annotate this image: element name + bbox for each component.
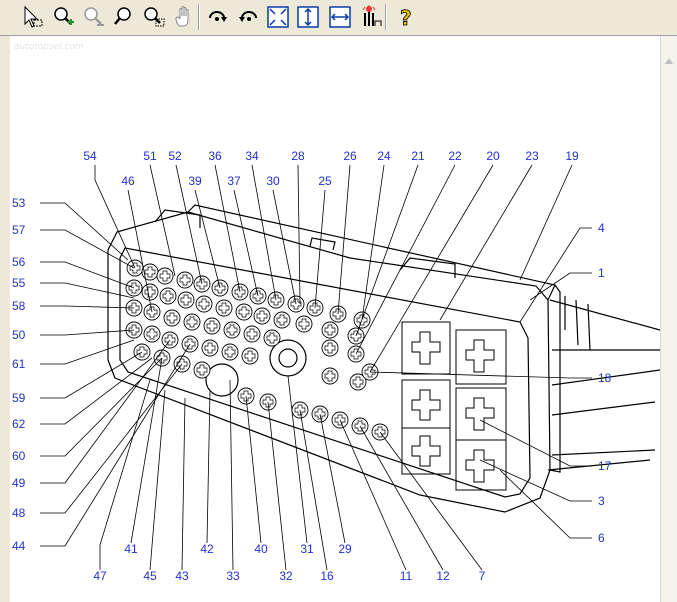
pin-label-7: 7 [479,569,486,583]
fit-height-icon [297,6,319,28]
pin-label-19: 19 [565,149,579,163]
zoom-tool[interactable] [110,2,138,32]
highlight-tool[interactable] [358,2,386,32]
leader-lines [40,164,592,571]
fit-window-icon [267,6,289,28]
pin-label-53: 53 [12,196,26,210]
connector-body [107,204,660,513]
pin-label-11: 11 [400,569,413,583]
pin-label-55: 55 [12,276,26,290]
pin-label-37: 37 [227,174,241,188]
pan-hand-tool[interactable] [170,2,198,32]
fit-to-window-tool[interactable] [264,2,292,32]
pin-label-48: 48 [12,506,26,520]
pin-label-1: 1 [598,266,605,280]
pin-label-22: 22 [448,149,462,163]
pin-label-47: 47 [93,569,107,583]
select-pointer-tool[interactable] [18,2,46,32]
fit-width-tool[interactable] [326,2,354,32]
zoom-icon [114,7,131,25]
rotate-cw-icon [209,11,227,22]
pin-label-40: 40 [254,542,268,556]
toolbar-separator [198,4,200,30]
pin-label-49: 49 [12,476,26,490]
zoom-area-tool[interactable] [140,2,168,32]
pin-label-61: 61 [12,357,26,371]
pin-label-46: 46 [121,174,135,188]
toolbar: ? [0,0,677,36]
help-tool[interactable]: ? [392,2,420,32]
pin-label-18: 18 [598,371,612,385]
pin-label-32: 32 [279,569,293,583]
pin-label-42: 42 [200,542,214,556]
pin-label-58: 58 [12,299,26,313]
rotate-ccw-icon [239,11,257,22]
pin-label-24: 24 [377,149,391,163]
pin-label-29: 29 [338,542,352,556]
pin-label-51: 51 [143,149,157,163]
watermark: autotopsel.com [14,42,84,52]
pin-label-52: 52 [168,149,182,163]
zoom-in-icon [54,7,74,25]
fit-height-tool[interactable] [294,2,322,32]
pin-label-41: 41 [124,542,138,556]
pin-label-59: 59 [12,391,26,405]
pin-label-30: 30 [266,174,280,188]
pin-label-43: 43 [175,569,189,583]
pointer-icon [24,5,43,28]
scroll-up-button[interactable] [661,54,677,68]
zoom-area-icon [144,7,165,27]
zoom-out-tool[interactable] [80,2,108,32]
rotate-counterclockwise-tool[interactable] [234,2,262,32]
hand-icon [175,6,189,27]
pin-label-62: 62 [12,417,26,431]
pin-label-25: 25 [318,174,332,188]
pin-label-54: 54 [83,149,97,163]
pin-label-45: 45 [143,569,157,583]
highlight-icon [362,5,382,26]
pin-label-50: 50 [12,328,26,342]
svg-text:?: ? [400,6,412,30]
pin-label-17: 17 [598,459,612,473]
vertical-scrollbar[interactable] [660,36,677,602]
pin-label-3: 3 [598,494,605,508]
pin-label-21: 21 [411,149,425,163]
pin-label-12: 12 [436,569,450,583]
pin-label-23: 23 [525,149,539,163]
pin-label-28: 28 [291,149,305,163]
pin-label-39: 39 [188,174,202,188]
pin-label-31: 31 [300,542,314,556]
pin-label-4: 4 [598,221,605,235]
pin-label-33: 33 [226,569,240,583]
pin-label-60: 60 [12,449,26,463]
help-icon: ? [400,6,412,30]
pin-label-20: 20 [486,149,500,163]
toolbar-separator [385,4,387,30]
pin-label-57: 57 [12,223,26,237]
pin-label-6: 6 [598,531,605,545]
pin-label-26: 26 [343,149,357,163]
pin-label-56: 56 [12,255,26,269]
zoom-out-icon [84,7,104,26]
arrow-up-icon [665,58,673,64]
rotate-clockwise-tool[interactable] [204,2,232,32]
pin-label-44: 44 [12,539,26,553]
pin-label-16: 16 [320,569,334,583]
fit-width-icon [329,6,351,28]
zoom-in-tool[interactable] [50,2,78,32]
pin-label-34: 34 [245,149,259,163]
pin-label-36: 36 [208,149,222,163]
